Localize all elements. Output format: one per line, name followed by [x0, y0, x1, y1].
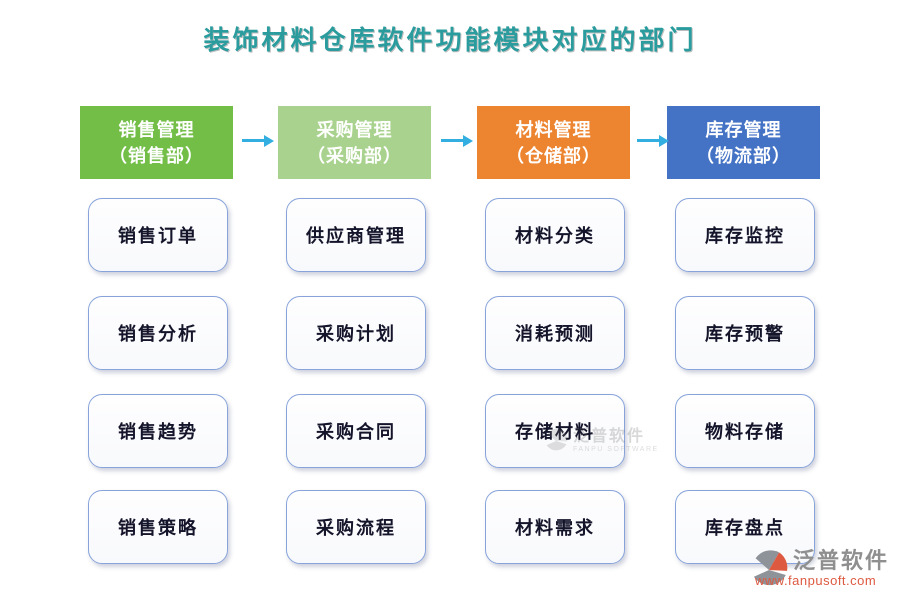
- module-header-sales: 销售管理 （销售部）: [80, 106, 233, 179]
- module-header-material: 材料管理 （仓储部）: [477, 106, 630, 179]
- module-name: 采购管理: [316, 119, 393, 140]
- module-name: 材料管理: [515, 119, 592, 140]
- module-item: 库存监控: [675, 198, 815, 272]
- module-name: 库存管理: [705, 119, 782, 140]
- module-header-inventory: 库存管理 （物流部）: [667, 106, 820, 179]
- module-item: 存储材料: [485, 394, 625, 468]
- module-item: 采购计划: [286, 296, 426, 370]
- page-title: 装饰材料仓库软件功能模块对应的部门: [203, 26, 697, 55]
- module-header-purchase: 采购管理 （采购部）: [278, 106, 431, 179]
- module-dept: （销售部）: [109, 145, 204, 166]
- module-item: 销售分析: [88, 296, 228, 370]
- module-dept: （采购部）: [307, 145, 402, 166]
- module-dept: （仓储部）: [506, 145, 601, 166]
- flow-arrow-icon: [637, 139, 659, 142]
- module-name: 销售管理: [118, 119, 195, 140]
- module-item: 材料分类: [485, 198, 625, 272]
- module-item: 库存预警: [675, 296, 815, 370]
- fanpu-logo-icon: [748, 549, 790, 596]
- module-item: 供应商管理: [286, 198, 426, 272]
- flow-arrow-icon: [242, 139, 264, 142]
- module-item: 消耗预测: [485, 296, 625, 370]
- module-item: 物料存储: [675, 394, 815, 468]
- fanpu-footer-logo: 泛普软件 www.fanpusoft.com: [748, 549, 889, 596]
- module-item: 销售策略: [88, 490, 228, 564]
- flow-arrow-icon: [441, 139, 463, 142]
- module-item: 材料需求: [485, 490, 625, 564]
- module-item: 采购合同: [286, 394, 426, 468]
- footer-url: www.fanpusoft.com: [755, 573, 877, 588]
- module-item: 销售趋势: [88, 394, 228, 468]
- footer-brand: 泛普软件: [793, 548, 890, 573]
- module-item: 采购流程: [286, 490, 426, 564]
- module-item: 库存盘点: [675, 490, 815, 564]
- module-item: 销售订单: [88, 198, 228, 272]
- module-dept: （物流部）: [696, 145, 791, 166]
